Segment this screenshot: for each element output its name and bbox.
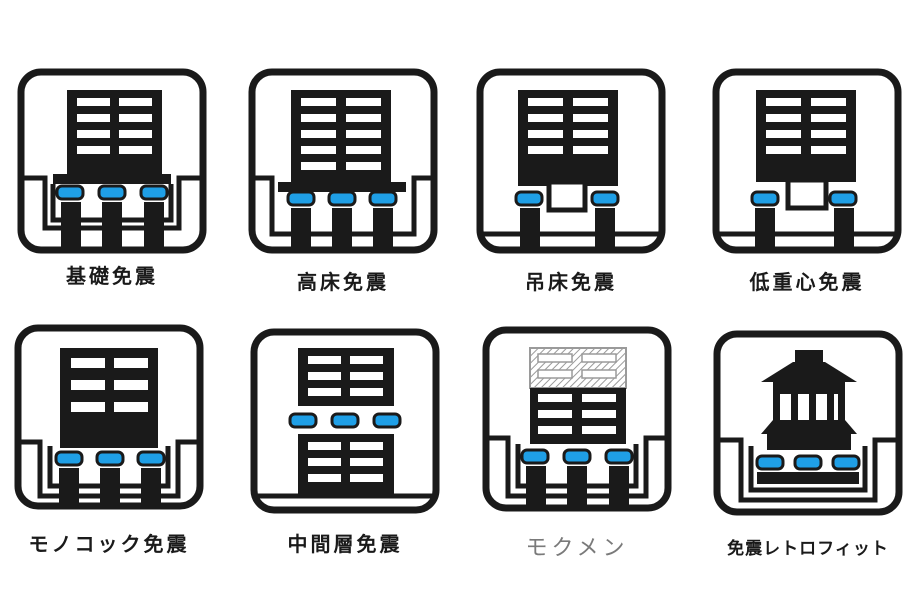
icon-tile-raised [248,68,438,254]
label-suspended-floor-isolation: 吊床免震 [525,270,617,294]
raised-floor-isolation-icon [248,68,438,254]
mid-story-isolation-icon [250,328,440,514]
low-center-of-gravity-isolation-icon [712,68,902,254]
icon-tile-mid-story [250,328,440,514]
label-monocoque-isolation: モノコック免震 [28,532,190,556]
icon-tile-monocoque [14,324,204,510]
monocoque-isolation-icon [14,324,204,510]
icon-tile-suspended [476,68,666,254]
label-raised-floor-isolation: 高床免震 [297,270,389,294]
label-retrofit-isolation: 免震レトロフィット [727,539,889,559]
icon-tile-base [17,68,207,254]
icon-tile-low-center [712,68,902,254]
icon-tile-mokumen [482,326,672,512]
mokumen-isolation-icon [482,326,672,512]
label-base-isolation: 基礎免震 [66,264,158,288]
icon-tile-retrofit [713,330,903,516]
base-isolation-icon [17,68,207,254]
label-mokumen: モクメン [525,536,629,561]
label-mid-story-isolation: 中間層免震 [287,532,403,556]
suspended-floor-isolation-icon [476,68,666,254]
label-low-center-isolation: 低重心免震 [749,270,865,294]
retrofit-isolation-icon [713,330,903,516]
